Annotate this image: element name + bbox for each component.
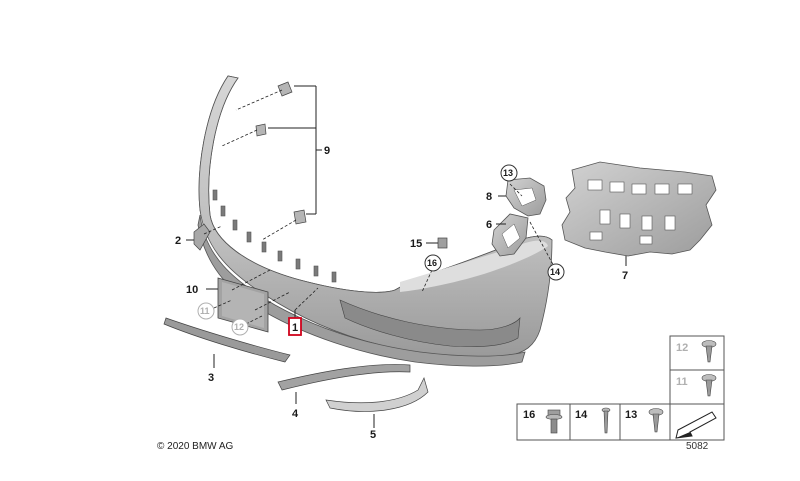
svg-text:16: 16 xyxy=(523,409,535,421)
bumper-carrier-bracket[interactable] xyxy=(561,161,717,257)
bumper-clip[interactable] xyxy=(255,81,307,225)
callout-11-circle[interactable]: 11 xyxy=(197,302,215,320)
callout-16-circle[interactable]: 16 xyxy=(424,254,442,272)
svg-text:14: 14 xyxy=(575,409,588,421)
callout-15[interactable]: 15 xyxy=(410,238,422,250)
callout-3[interactable]: 3 xyxy=(208,372,214,384)
screw-icon xyxy=(701,340,717,363)
flange-bolt-icon xyxy=(545,409,563,434)
document-number: 5082 xyxy=(686,441,709,452)
legend-item-13[interactable]: 13 xyxy=(625,408,664,433)
callout-10[interactable]: 10 xyxy=(186,284,198,296)
license-plate-base[interactable] xyxy=(217,277,269,333)
copyright-text: © 2020 BMW AG xyxy=(157,441,234,452)
side-trim-piece[interactable] xyxy=(193,223,211,251)
callout-7[interactable]: 7 xyxy=(622,270,628,282)
callout-1-selected[interactable]: 1 xyxy=(288,317,302,336)
callout-6[interactable]: 6 xyxy=(486,219,492,231)
legend-item-11[interactable]: 11 xyxy=(676,374,717,397)
svg-text:12: 12 xyxy=(676,342,688,354)
side-trim-strip[interactable] xyxy=(277,364,411,391)
callout-5[interactable]: 5 xyxy=(370,429,376,441)
callout-1: 1 xyxy=(292,322,298,334)
svg-text:13: 13 xyxy=(625,409,637,421)
callout-4[interactable]: 4 xyxy=(292,408,299,420)
callout-8[interactable]: 8 xyxy=(486,191,492,203)
svg-text:16: 16 xyxy=(427,258,437,268)
callout-12-circle[interactable]: 12 xyxy=(231,318,249,336)
svg-text:11: 11 xyxy=(200,306,210,316)
legend-item-12[interactable]: 12 xyxy=(676,340,717,363)
callout-13-circle[interactable]: 13 xyxy=(500,164,518,182)
lower-trim-strip[interactable] xyxy=(163,317,291,363)
hardware-legend: 12 11 16 14 xyxy=(516,335,725,441)
legend-item-16[interactable]: 16 xyxy=(523,409,563,434)
callout-14-circle[interactable]: 14 xyxy=(547,263,565,281)
reference-arrow-icon xyxy=(675,411,717,439)
pin-screw-icon xyxy=(601,407,611,434)
svg-text:14: 14 xyxy=(550,267,560,277)
callout-9[interactable]: 9 xyxy=(324,145,330,157)
svg-text:11: 11 xyxy=(676,376,688,388)
leader-lines xyxy=(186,85,627,428)
svg-text:12: 12 xyxy=(234,322,244,332)
callout-labels: 9 2 10 3 4 5 8 6 15 7 1 13 16 14 11 xyxy=(175,145,628,441)
pan-screw-icon xyxy=(648,408,664,433)
legend-item-14[interactable]: 14 xyxy=(575,407,611,434)
chrome-trim-strip[interactable] xyxy=(325,377,429,412)
callout-2[interactable]: 2 xyxy=(175,235,181,247)
plug-clip[interactable] xyxy=(437,237,448,249)
screw-icon xyxy=(701,374,717,397)
svg-text:13: 13 xyxy=(503,168,513,178)
side-bracket-upper[interactable] xyxy=(505,177,547,217)
